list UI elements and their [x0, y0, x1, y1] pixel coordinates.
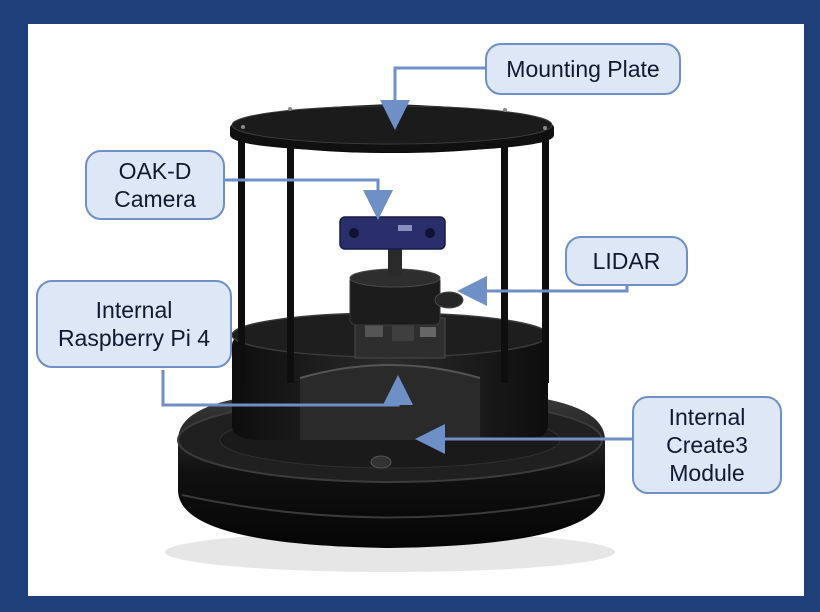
arrow-raspberry-pi [161, 370, 413, 407]
label-create3: Internal Create3 Module [632, 396, 782, 494]
label-lidar-text: LIDAR [592, 248, 661, 274]
label-mounting-plate: Mounting Plate [485, 43, 681, 95]
mounting-plate [230, 104, 554, 153]
arrow-oakd-camera [225, 178, 393, 220]
label-create3-text: Internal Create3 Module [666, 404, 748, 486]
label-oakd-camera: OAK-D Camera [85, 150, 225, 220]
lidar-unit [349, 268, 464, 326]
arrow-mounting-plate [380, 66, 485, 130]
label-raspberry-pi: Internal Raspberry Pi 4 [36, 280, 232, 368]
label-oakd-camera-text: OAK-D Camera [114, 158, 196, 212]
label-mounting-plate-text: Mounting Plate [506, 56, 660, 82]
ground-shadow [165, 532, 615, 572]
standoffs [238, 118, 549, 383]
oakd-camera [339, 216, 446, 250]
label-raspberry-pi-text: Internal Raspberry Pi 4 [57, 297, 211, 351]
camera-stem [388, 248, 402, 276]
label-lidar: LIDAR [565, 236, 688, 286]
